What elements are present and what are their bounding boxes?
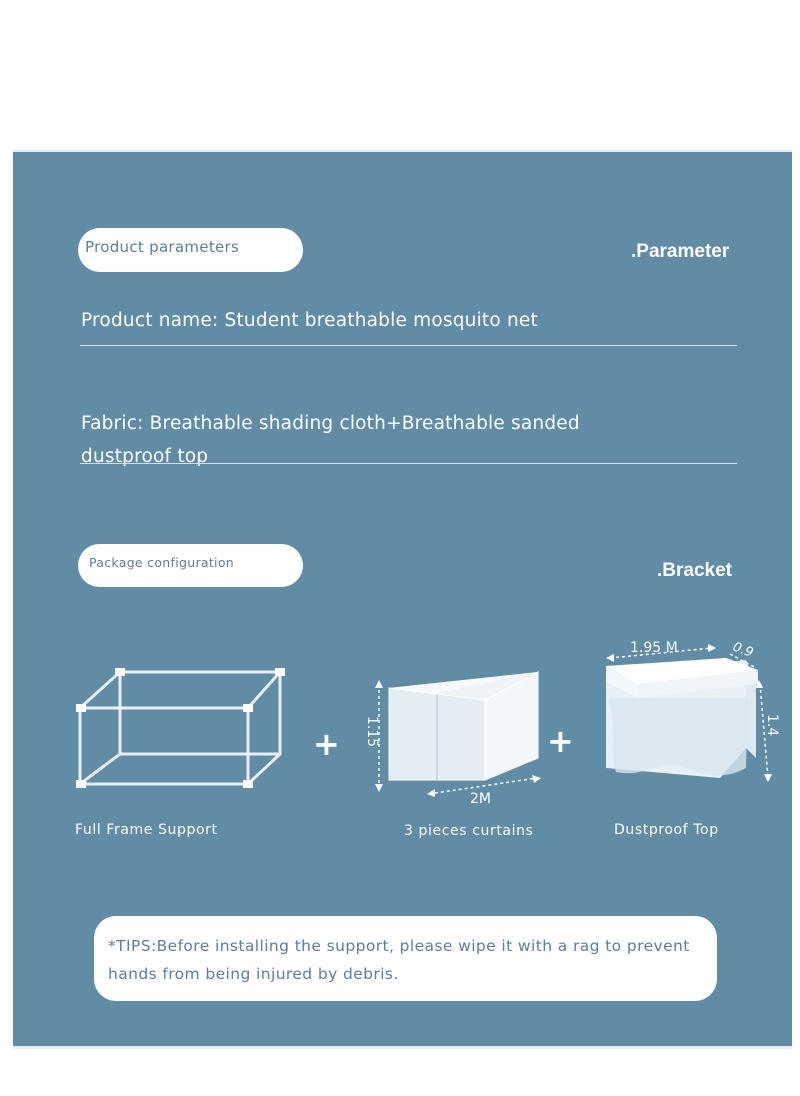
fabric-line-2: dustproof top — [81, 446, 209, 467]
frame-support-image — [76, 668, 285, 788]
top-length-label: 1.95 M — [630, 640, 678, 656]
info-panel — [13, 152, 792, 1047]
frame-support-caption: Full Frame Support — [75, 822, 218, 838]
curtains-caption: 3 pieces curtains — [404, 823, 534, 839]
package-configuration-label: Package configuration — [89, 555, 235, 570]
top-depth-label: 0.9 — [731, 640, 756, 661]
divider — [80, 345, 737, 346]
parameter-tag: .Parameter — [631, 241, 730, 262]
tips-box — [94, 916, 717, 1001]
fabric-line-1: Fabric: Breathable shading cloth+Breatha… — [81, 413, 580, 434]
tips-text: *TIPS:Before installing the support, ple… — [108, 937, 690, 983]
dustproof-top-caption: Dustproof Top — [614, 822, 719, 838]
dustproof-top-image: 1.95 M 0.9 1.4 — [606, 640, 780, 782]
product-name-text: Product name: Student breathable mosquit… — [81, 310, 538, 331]
curtains-image: 1.15 2M — [364, 671, 541, 807]
plus-icon: + — [313, 725, 340, 763]
fabric-text: Fabric: Breathable shading cloth+Breatha… — [81, 407, 741, 473]
plus-icon: + — [547, 722, 574, 760]
panel-bottom-border — [13, 1046, 792, 1049]
product-parameters-label: Product parameters — [85, 238, 240, 256]
top-height-label: 1.4 — [764, 714, 780, 736]
product-parameters-pill: Product parameters — [78, 228, 303, 272]
curtain-width-label: 2M — [470, 791, 491, 807]
bracket-tag: .Bracket — [657, 560, 732, 581]
divider — [80, 463, 737, 464]
curtain-height-label: 1.15 — [364, 716, 380, 747]
panel-top-border — [13, 150, 792, 153]
package-configuration-pill: Package configuration — [78, 544, 303, 587]
